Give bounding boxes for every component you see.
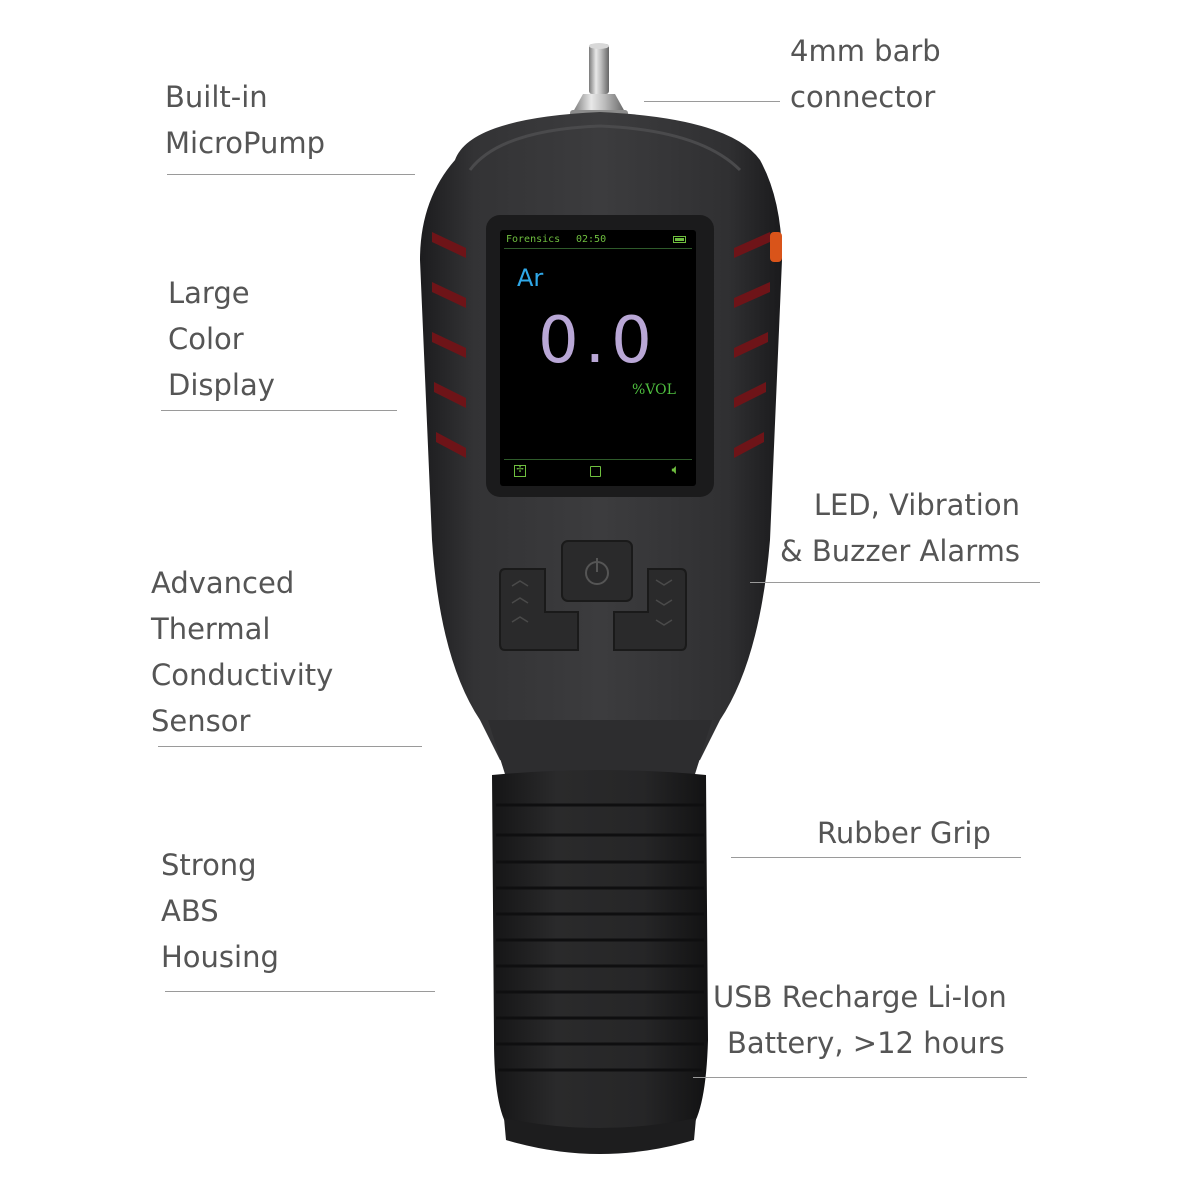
callout-rule — [165, 991, 435, 992]
callout-rule — [750, 582, 1040, 583]
screen-content: Forensics 02:50 Ar 0.0 %VOL ✢ 🔈︎ — [500, 230, 696, 486]
callout-text: Strong — [161, 848, 257, 882]
callout-display: Large Color Display — [168, 270, 275, 408]
softkey-bar: ✢ 🔈︎ — [504, 459, 692, 482]
side-button[interactable] — [770, 232, 782, 262]
fan-icon: ✢ — [514, 465, 526, 477]
status-bar: Forensics 02:50 — [504, 234, 692, 249]
square-icon — [590, 466, 601, 477]
callout-text: Large — [168, 276, 250, 310]
speaker-icon: 🔈︎ — [671, 462, 680, 478]
callout-rule — [644, 101, 780, 102]
callout-micropump: Built-in MicroPump — [165, 74, 325, 166]
callout-barb-connector: 4mm barb connector — [790, 28, 941, 120]
led-indicator-left — [432, 232, 466, 458]
barb-connector — [570, 43, 628, 118]
callout-grip: Rubber Grip — [817, 810, 991, 856]
battery-full-icon — [673, 236, 686, 243]
callout-housing: Strong ABS Housing — [161, 842, 279, 980]
callout-text: Color — [168, 322, 244, 356]
reading-value: 0.0 — [538, 304, 658, 378]
callout-text: connector — [790, 80, 936, 114]
callout-text: Battery, >12 hours — [727, 1026, 1005, 1060]
callout-text: Sensor — [151, 704, 251, 738]
callout-alarms: LED, Vibration & Buzzer Alarms — [780, 482, 1020, 574]
callout-text: ABS — [161, 894, 219, 928]
callout-battery: USB Recharge Li-Ion Battery, >12 hours — [713, 974, 1007, 1066]
callout-text: Rubber Grip — [817, 816, 991, 850]
callout-rule — [693, 1077, 1027, 1078]
callout-text: Built-in — [165, 80, 268, 114]
callout-rule — [167, 174, 415, 175]
callout-text: MicroPump — [165, 126, 326, 160]
clock-label: 02:50 — [576, 234, 607, 245]
gas-label: Ar — [517, 264, 544, 292]
callout-rule — [158, 746, 422, 747]
callout-text: Advanced — [151, 566, 295, 600]
callout-text: Thermal — [151, 612, 271, 646]
screen — [500, 230, 696, 486]
callout-text: Housing — [161, 940, 279, 974]
unit-label: %VOL — [632, 382, 676, 398]
callout-text: Display — [168, 368, 275, 402]
callout-text: 4mm barb — [790, 34, 941, 68]
mode-label: Forensics — [506, 234, 561, 245]
callout-rule — [731, 857, 1021, 858]
callout-text: Conductivity — [151, 658, 334, 692]
callout-text: USB Recharge Li-Ion — [713, 980, 1007, 1014]
callout-text: & Buzzer Alarms — [780, 534, 1020, 568]
callout-text: LED, Vibration — [813, 488, 1020, 522]
callout-rule — [161, 410, 397, 411]
callout-sensor: Advanced Thermal Conductivity Sensor — [151, 560, 333, 744]
led-indicator-right — [734, 232, 770, 458]
